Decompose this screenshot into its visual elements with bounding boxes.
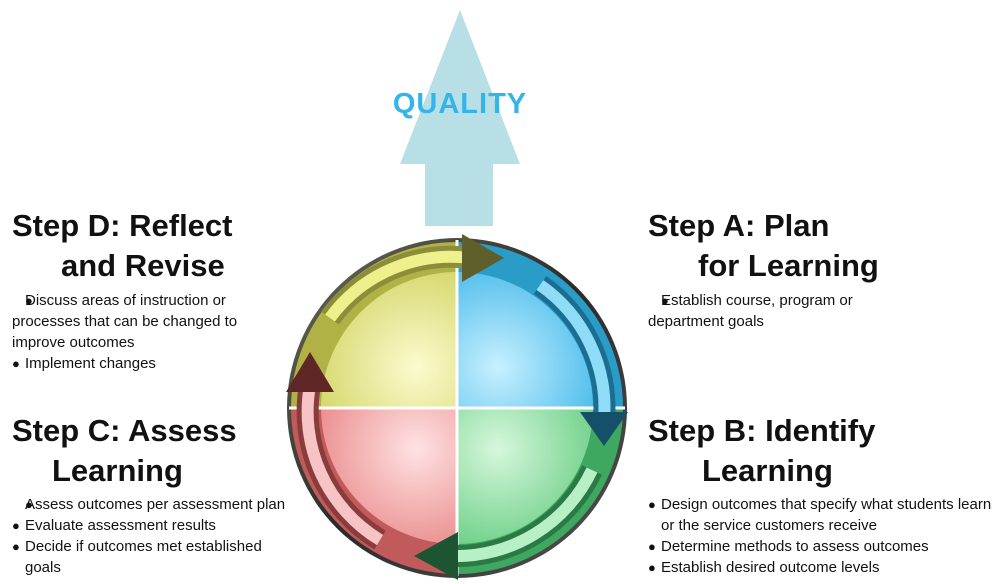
cycle-arrows xyxy=(286,234,628,580)
step-a-title-line2: for Learning xyxy=(698,248,879,283)
identify-quadrant xyxy=(457,408,593,544)
step-d-bullet: Implement changes xyxy=(12,353,277,374)
step-b-title-line1: Step B: Identify xyxy=(648,413,876,448)
step-c-bullet: Evaluate assessment results xyxy=(12,515,287,536)
step-c-title-line2: Learning xyxy=(52,453,183,488)
quality-arrow xyxy=(400,10,520,226)
plan-quadrant xyxy=(457,272,593,408)
step-d-bullets: Discuss areas of instruction or processe… xyxy=(12,290,277,374)
step-d-title-line1: Step D: Reflect xyxy=(12,208,233,243)
step-b-bullet: Establish desired outcome levels xyxy=(648,557,993,578)
step-d-title-line2: and Revise xyxy=(61,248,225,283)
cycle-arrowhead-right xyxy=(580,412,628,446)
assess-quadrant xyxy=(321,408,457,544)
step-c-bullet: Assess outcomes per assessment plan xyxy=(12,494,287,515)
step-d-title: Step D: Reflect and Revise xyxy=(12,206,232,286)
step-a-title: Step A: Plan for Learning xyxy=(648,206,879,286)
cycle-arrowhead-left xyxy=(286,352,334,392)
step-d-bullet: Discuss areas of instruction or processe… xyxy=(12,290,277,353)
step-c-title: Step C: Assess Learning xyxy=(12,411,237,491)
step-c-title-line1: Step C: Assess xyxy=(12,413,237,448)
quality-label: QUALITY xyxy=(392,88,528,120)
cycle-arrowhead-bottom xyxy=(414,532,458,580)
reflect-quadrant xyxy=(321,272,457,408)
step-b-bullets: Design outcomes that specify what studen… xyxy=(648,494,993,578)
step-b-title-line2: Learning xyxy=(702,453,833,488)
step-c-bullets: Assess outcomes per assessment plan Eval… xyxy=(12,494,287,578)
step-a-bullet: Establish course, program or department … xyxy=(648,290,888,332)
step-c-bullet: Decide if outcomes met established goals xyxy=(12,536,287,578)
step-a-bullets: Establish course, program or department … xyxy=(648,290,888,332)
cycle-arrowhead-top xyxy=(462,234,504,282)
step-b-bullet: Design outcomes that specify what studen… xyxy=(648,494,993,536)
step-b-title: Step B: Identify Learning xyxy=(648,411,875,491)
step-a-title-line1: Step A: Plan xyxy=(648,208,830,243)
step-b-bullet: Determine methods to assess outcomes xyxy=(648,536,993,557)
